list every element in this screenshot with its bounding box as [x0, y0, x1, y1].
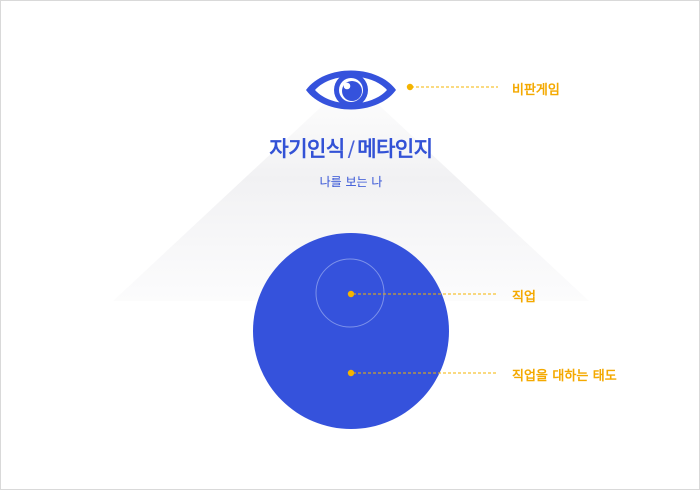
label-job: 직업 [512, 290, 536, 305]
inner-circle [315, 258, 385, 328]
title-slash: / [347, 137, 355, 161]
outer-leader-dot [347, 369, 355, 377]
label-critique-game: 비판게임 [512, 83, 560, 98]
outer-circle [253, 233, 449, 429]
eye-icon [306, 70, 396, 110]
eye-leader-dot [406, 83, 414, 91]
title-part-self-awareness: 자기인식 [269, 137, 345, 161]
label-attitude-toward-job: 직업을 대하는 태도 [512, 369, 617, 384]
inner-leader-dot [347, 290, 355, 298]
title-part-metacognition: 메타인지 [357, 137, 433, 161]
diagram-subtitle: 나를 보는 나 [319, 175, 383, 189]
diagram-title: 자기인식/메타인지 [201, 133, 501, 163]
